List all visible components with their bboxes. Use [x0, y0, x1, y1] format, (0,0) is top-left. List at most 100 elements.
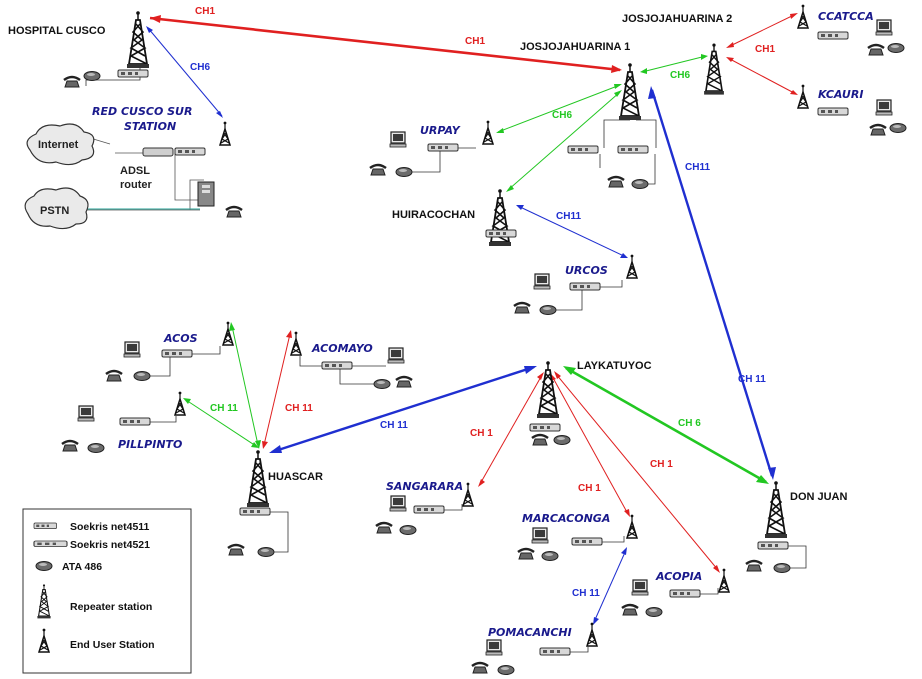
soekris-router-icon	[817, 107, 849, 116]
node-josjojahuarina-1: JOSJOJAHUARINA 1	[520, 41, 657, 189]
repeater-tower-icon	[703, 42, 725, 96]
pc-icon	[387, 347, 405, 364]
phone-icon	[226, 543, 246, 557]
repeater-tower-icon	[764, 480, 788, 539]
node-label: ACOMAYO	[311, 342, 373, 355]
ata-icon	[83, 71, 101, 81]
node-label: PILLPINTO	[118, 438, 182, 451]
end-user-antenna-icon	[797, 83, 809, 109]
channel-label: CH 11	[210, 403, 238, 414]
cloud-icon	[26, 123, 95, 166]
soekris-router-icon	[529, 423, 561, 432]
ata-icon	[553, 435, 571, 445]
end-user-antenna-icon	[462, 481, 474, 507]
soekris-router-icon	[174, 147, 206, 156]
node-label: JOSJOJAHUARINA 1	[520, 41, 630, 53]
soekris-router-icon	[427, 143, 459, 152]
pc-icon	[123, 341, 141, 358]
end-user-antenna-icon	[586, 621, 598, 647]
node-label: ADSL	[120, 165, 150, 177]
repeater-tower-icon	[246, 449, 270, 508]
channel-label: CH6	[190, 62, 210, 73]
phone-icon	[470, 661, 490, 675]
cloud-internet: Internet	[26, 123, 95, 166]
pc-icon	[389, 495, 407, 512]
end-user-antenna-icon	[174, 390, 186, 416]
repeater-tower-icon	[618, 62, 642, 121]
ata-icon	[497, 665, 515, 675]
ata-icon	[257, 547, 275, 557]
node-label: HOSPITAL CUSCO	[8, 25, 106, 37]
node-urcos: URCOS	[512, 253, 638, 315]
channel-label: CH 11	[285, 403, 313, 414]
node-label: CCATCCA	[818, 10, 874, 23]
ata-icon	[889, 123, 907, 133]
channel-label: CH6	[552, 110, 572, 121]
pc-icon	[533, 273, 551, 290]
legend: Soekris net4511 Soekris net4521 ATA 486 …	[22, 508, 192, 674]
phone-icon	[516, 547, 536, 561]
cloud-label: Internet	[38, 139, 79, 151]
node-sangarara: SANGARARA	[374, 480, 474, 535]
link-hospital-josjo1	[149, 16, 621, 72]
soekris-router-icon	[571, 537, 603, 546]
channel-label: CH1	[465, 36, 485, 47]
node-acomayo: ACOMAYO	[290, 330, 414, 389]
soekris-router-icon	[757, 541, 789, 550]
node-label: URPAY	[420, 124, 461, 137]
pc-icon	[875, 19, 893, 36]
end-user-antenna-icon	[219, 120, 231, 146]
node-label: DON JUAN	[790, 491, 848, 503]
legend-label: Soekris net4521	[70, 539, 150, 551]
phone-icon	[224, 205, 244, 219]
node-label: KCAURI	[818, 88, 863, 101]
end-user-antenna-icon	[482, 119, 494, 145]
legend-item-end-user: End User Station	[38, 627, 155, 653]
end-user-antenna-icon	[626, 253, 638, 279]
soekris-router-icon	[117, 69, 149, 78]
legend-item-ata: ATA 486	[35, 561, 102, 573]
ata-icon	[35, 561, 53, 571]
repeater-tower-icon	[536, 360, 560, 419]
ata-icon	[541, 551, 559, 561]
channel-label: CH 11	[738, 374, 766, 385]
node-label: RED CUSCO SUR	[92, 105, 192, 118]
channel-label: CH 1	[650, 459, 673, 470]
ata-icon	[631, 179, 649, 189]
legend-item-soekris-4511: Soekris net4511	[33, 521, 150, 533]
soekris-router-icon	[669, 589, 701, 598]
legend-item-repeater: Repeater station	[36, 583, 152, 619]
links	[80, 13, 798, 625]
channel-label: CH 11	[380, 420, 408, 431]
phone-icon	[866, 43, 886, 57]
phone-icon	[530, 433, 550, 447]
node-huascar: HUASCAR	[226, 449, 323, 557]
channel-label: CH6	[670, 70, 690, 81]
phone-icon	[62, 75, 82, 89]
pc-icon	[875, 99, 893, 116]
legend-label: End User Station	[70, 639, 155, 651]
soekris-router-icon	[569, 282, 601, 291]
ata-icon	[399, 525, 417, 535]
phone-icon	[104, 369, 124, 383]
node-label: HUASCAR	[268, 471, 323, 483]
phone-icon	[744, 559, 764, 573]
soekris-router-icon	[321, 361, 353, 370]
node-huiracochan: HUIRACOCHAN	[392, 188, 517, 247]
node-label: URCOS	[565, 264, 608, 277]
end-user-antenna-icon	[290, 330, 302, 356]
soekris-router-icon	[413, 505, 445, 514]
pc-icon	[77, 405, 95, 422]
node-kcauri: KCAURI	[797, 83, 907, 137]
node-acos: ACOS	[104, 320, 234, 383]
node-label: POMACANCHI	[488, 626, 572, 639]
soekris-router-icon	[539, 647, 571, 656]
channel-label: CH11	[685, 162, 710, 173]
node-pillpinto: PILLPINTO	[60, 390, 186, 453]
node-laykatuyoc: LAYKATUYOC	[529, 360, 652, 447]
node-don-juan: DON JUAN	[744, 480, 848, 573]
phone-icon	[60, 439, 80, 453]
soekris-router-icon	[161, 349, 193, 358]
channel-label: CH 11	[572, 588, 600, 599]
